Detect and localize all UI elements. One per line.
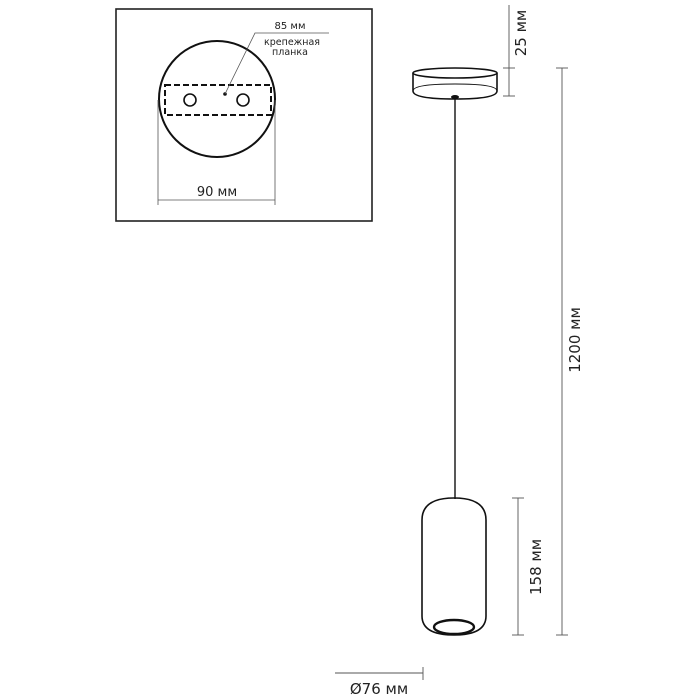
inset-frame <box>115 8 373 222</box>
shade-height-dimension <box>512 497 524 636</box>
leader-line <box>224 32 329 95</box>
mounting-bar-outline <box>164 84 272 116</box>
total-height-label: 1200 мм <box>566 307 584 373</box>
lamp-side-view <box>412 67 498 636</box>
mount-detail-inset: 85 мм крепежная планка 90 мм <box>115 8 373 222</box>
screw-hole-left <box>183 93 197 107</box>
bar-length-label: 85 мм <box>275 21 306 32</box>
shade <box>421 497 487 636</box>
canopy-top-view <box>158 40 276 158</box>
shade-diameter-label: Ø76 мм <box>350 680 408 698</box>
shade-diameter-dimension <box>335 667 424 680</box>
screw-hole-right <box>236 93 250 107</box>
cord-grip <box>451 95 459 99</box>
bar-name-line1: крепежная <box>264 37 320 48</box>
canopy-height-dimension <box>503 5 515 97</box>
shade-opening <box>432 618 476 636</box>
canopy-height-label: 25 мм <box>512 10 530 57</box>
diameter-dimension <box>157 100 276 205</box>
shade-height-label: 158 мм <box>527 539 545 595</box>
total-height-dimension <box>556 67 568 636</box>
diameter-label: 90 мм <box>197 185 237 200</box>
bar-name-line2: планка <box>272 47 308 58</box>
canopy <box>412 67 498 100</box>
